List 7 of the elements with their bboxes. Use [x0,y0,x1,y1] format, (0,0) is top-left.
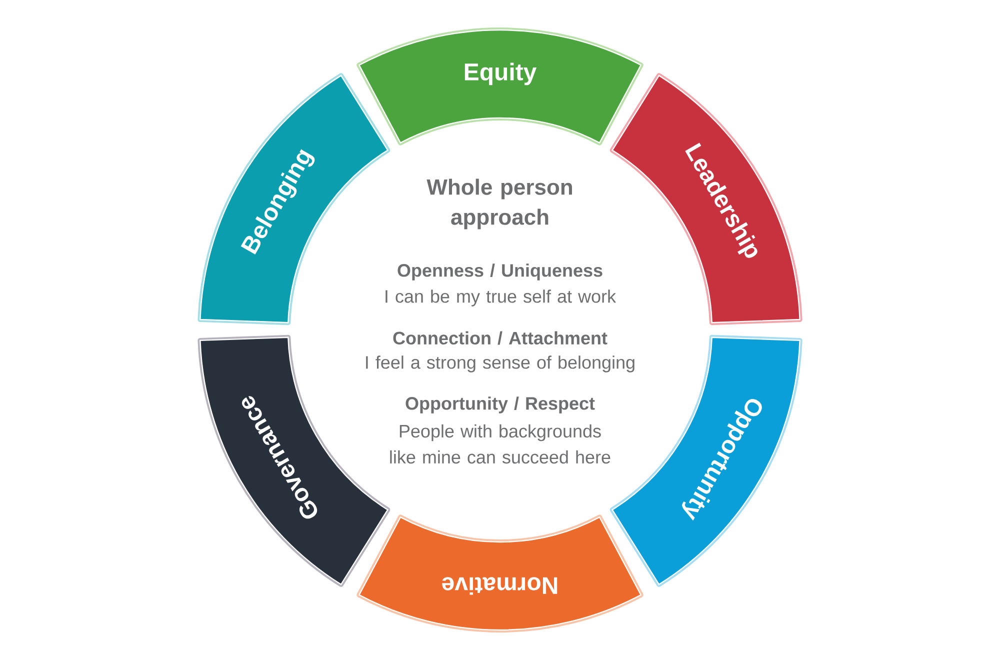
statement-text: People with backgrounds like mine can succeed here [390,424,610,464]
subheading: Connection / Attachment [393,331,608,345]
ring-segment: Equity [356,28,644,146]
ring-segment: Normative [356,514,644,632]
heading: Whole person approach [426,178,572,230]
subheading: Opportunity / Respect [406,396,595,414]
subheading: Openness / Uniqueness [398,264,602,280]
